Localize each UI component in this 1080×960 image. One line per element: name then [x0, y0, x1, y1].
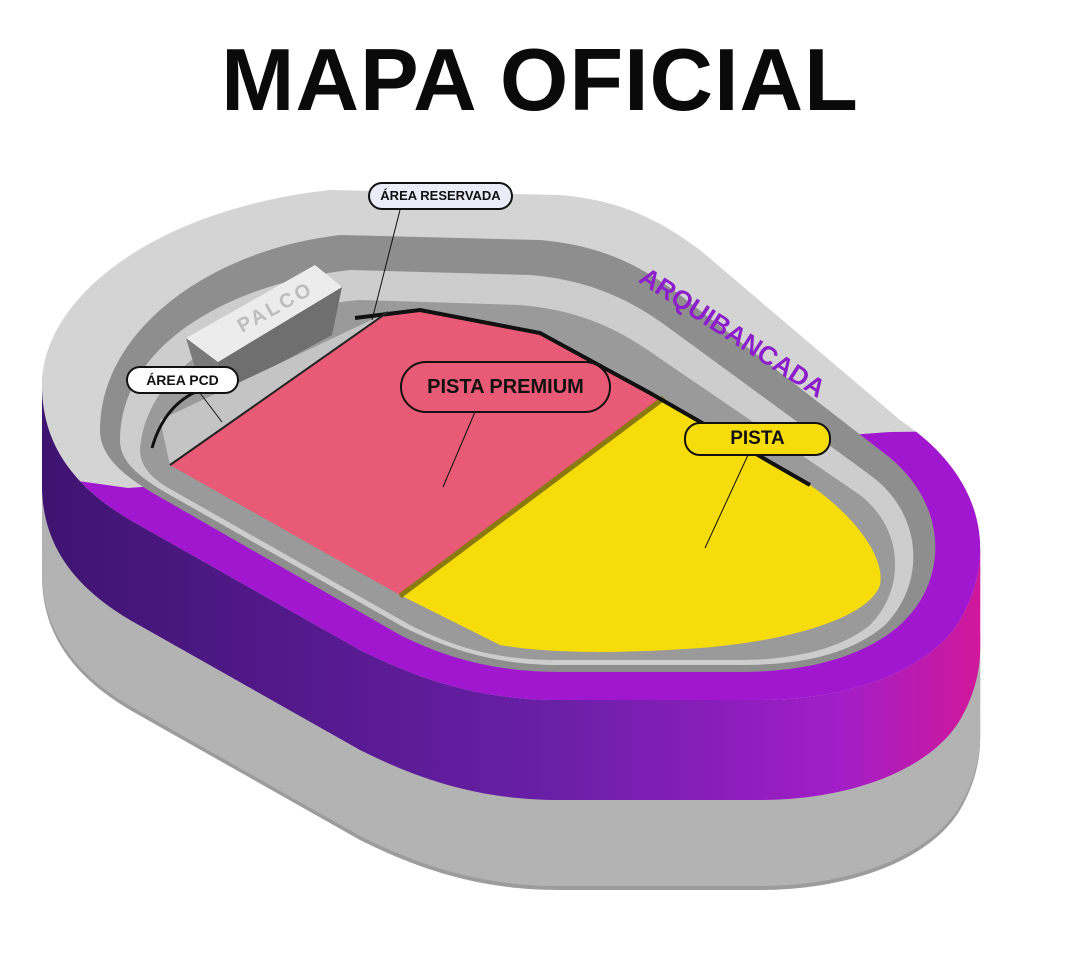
pista-area[interactable]	[400, 398, 881, 652]
page-title: MAPA OFICIAL	[221, 30, 859, 129]
leader-pista	[704, 454, 749, 549]
section-divider	[398, 396, 666, 598]
area-reservada-label[interactable]: ÁREA RESERVADA	[368, 182, 513, 210]
pista-premium-label[interactable]: PISTA PREMIUM	[400, 361, 611, 413]
area-pcd-label[interactable]: ÁREA PCD	[126, 366, 239, 394]
leader-pista-premium	[442, 411, 476, 488]
reserved-area-floor	[160, 312, 388, 465]
field-left-edge	[169, 311, 389, 466]
leader-area-pcd	[199, 392, 223, 423]
pista-label[interactable]: PISTA	[684, 422, 831, 456]
palco-stage: PALCO	[186, 265, 342, 393]
leader-area-reservada	[371, 209, 401, 321]
